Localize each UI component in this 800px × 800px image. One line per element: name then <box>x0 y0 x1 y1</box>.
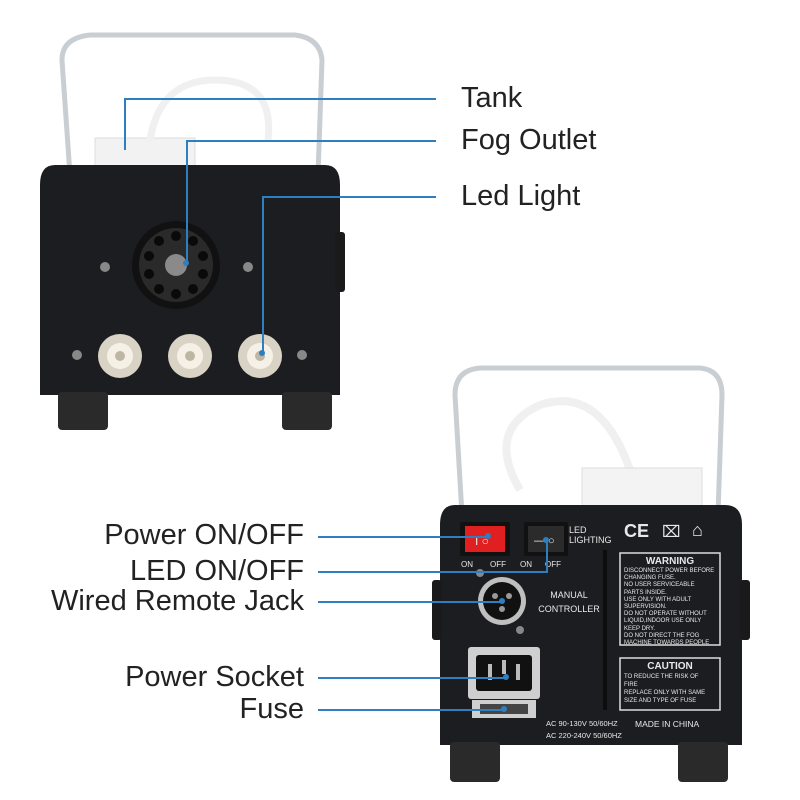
warning-box <box>619 552 721 646</box>
led-light-dot <box>259 350 265 356</box>
fog-outlet-leader-vertical <box>186 140 188 264</box>
jack-dot <box>499 598 505 604</box>
warning-line: NO USER SERVICEABLE <box>624 582 695 589</box>
caution-box <box>619 657 721 711</box>
warning-line: KEEP DRY. <box>624 625 656 632</box>
rear-tube <box>502 397 634 493</box>
screw <box>516 626 524 634</box>
caution-text: TO REDUCE THE RISK OF FIRE REPLACE ONLY WI… <box>624 673 720 705</box>
led-light-leader-vertical <box>262 196 264 354</box>
fuse-dot <box>501 706 507 712</box>
power-leader <box>318 536 488 538</box>
power-off-label: OFF <box>490 560 506 569</box>
house-icon: ⌂ <box>692 520 703 540</box>
rear-foot-right <box>678 742 728 782</box>
led-on-label: ON <box>520 560 532 569</box>
rear-tank <box>581 467 703 509</box>
rear-side-knob-left <box>432 580 442 640</box>
voltage-line-2: AC 220-240V 50/60HZ <box>546 731 622 740</box>
warning-line: CHANGING FUSE. <box>624 575 676 582</box>
power-socket-label: Power Socket <box>125 661 304 693</box>
recycle-bin-icon: ⌧ <box>662 524 681 541</box>
warning-line: DO NOT OPERATE WITHOUT <box>624 611 707 618</box>
power-socket[interactable] <box>468 647 540 699</box>
warning-line: SUPERVISION. <box>624 604 667 611</box>
warning-line: LIQUID,INDOOR USE ONLY <box>624 618 702 625</box>
front-foot-left <box>58 392 108 430</box>
made-in-label: MADE IN CHINA <box>635 719 700 729</box>
fuse-label: Fuse <box>239 693 304 725</box>
front-handle <box>59 32 325 176</box>
ce-mark: CE <box>624 521 650 541</box>
rear-foot-left <box>450 742 500 782</box>
led-light-2 <box>168 334 212 378</box>
led-light-3 <box>238 334 282 378</box>
led-light-label: Led Light <box>461 180 581 212</box>
rear-handle <box>452 365 725 516</box>
caution-line: REPLACE ONLY WITH SAME <box>624 690 706 696</box>
rear-side-knob-right <box>740 580 750 640</box>
power-on-label: ON <box>461 560 473 569</box>
power-on-off-label: Power ON/OFF <box>104 519 304 551</box>
fog-outlet-leader <box>186 140 436 142</box>
screw <box>72 350 82 360</box>
screw <box>297 350 307 360</box>
led-light-1 <box>98 334 142 378</box>
front-side-knob <box>335 232 345 292</box>
warning-line: PARTS INSIDE. <box>624 589 667 596</box>
caution-line: SIZE AND TYPE OF FUSE <box>624 698 697 704</box>
fog-outlet-label: Fog Outlet <box>461 124 597 156</box>
caution-title: CAUTION <box>647 661 693 672</box>
fuse-leader <box>318 709 504 711</box>
led-switch-leader <box>318 571 548 573</box>
socket-leader <box>318 677 506 679</box>
wired-remote-jack-label: Wired Remote Jack <box>50 585 304 617</box>
voltage-line-1: AC 90-130V 50/60HZ <box>546 719 618 728</box>
fog-outlet <box>132 221 220 309</box>
screw <box>243 262 253 272</box>
power-dot <box>485 533 491 539</box>
warning-line: MACHINE TOWARDS PEOPLE <box>624 640 710 647</box>
jack-leader <box>318 601 502 603</box>
led-lighting-label: LED LIGHTING <box>569 525 612 545</box>
led-on-off-label: LED ON/OFF <box>129 555 304 587</box>
led-switch-leader-vertical <box>546 540 548 573</box>
tank-leader <box>124 98 436 100</box>
socket-dot <box>503 674 509 680</box>
tank-leader-vertical <box>124 98 126 150</box>
front-foot-right <box>282 392 332 430</box>
rear-slot <box>603 550 607 710</box>
screw <box>100 262 110 272</box>
led-off-label: OFF <box>545 560 561 569</box>
warning-line: DISCONNECT POWER BEFORE <box>624 568 715 574</box>
caution-line: FIRE <box>624 682 638 688</box>
fog-outlet-dot <box>183 260 189 266</box>
caution-line: TO REDUCE THE RISK OF <box>624 674 699 680</box>
warning-line: USE ONLY WITH ADULT <box>624 596 692 603</box>
warning-line: DO NOT DIRECT THE FOG <box>624 632 700 639</box>
led-switch-dot <box>543 537 549 543</box>
warning-title: WARNING <box>645 556 695 567</box>
tank-label: Tank <box>461 82 523 114</box>
front-tube <box>146 76 273 141</box>
manual-controller-label: MANUAL CONTROLLER <box>538 590 600 614</box>
led-light-leader <box>262 196 436 198</box>
